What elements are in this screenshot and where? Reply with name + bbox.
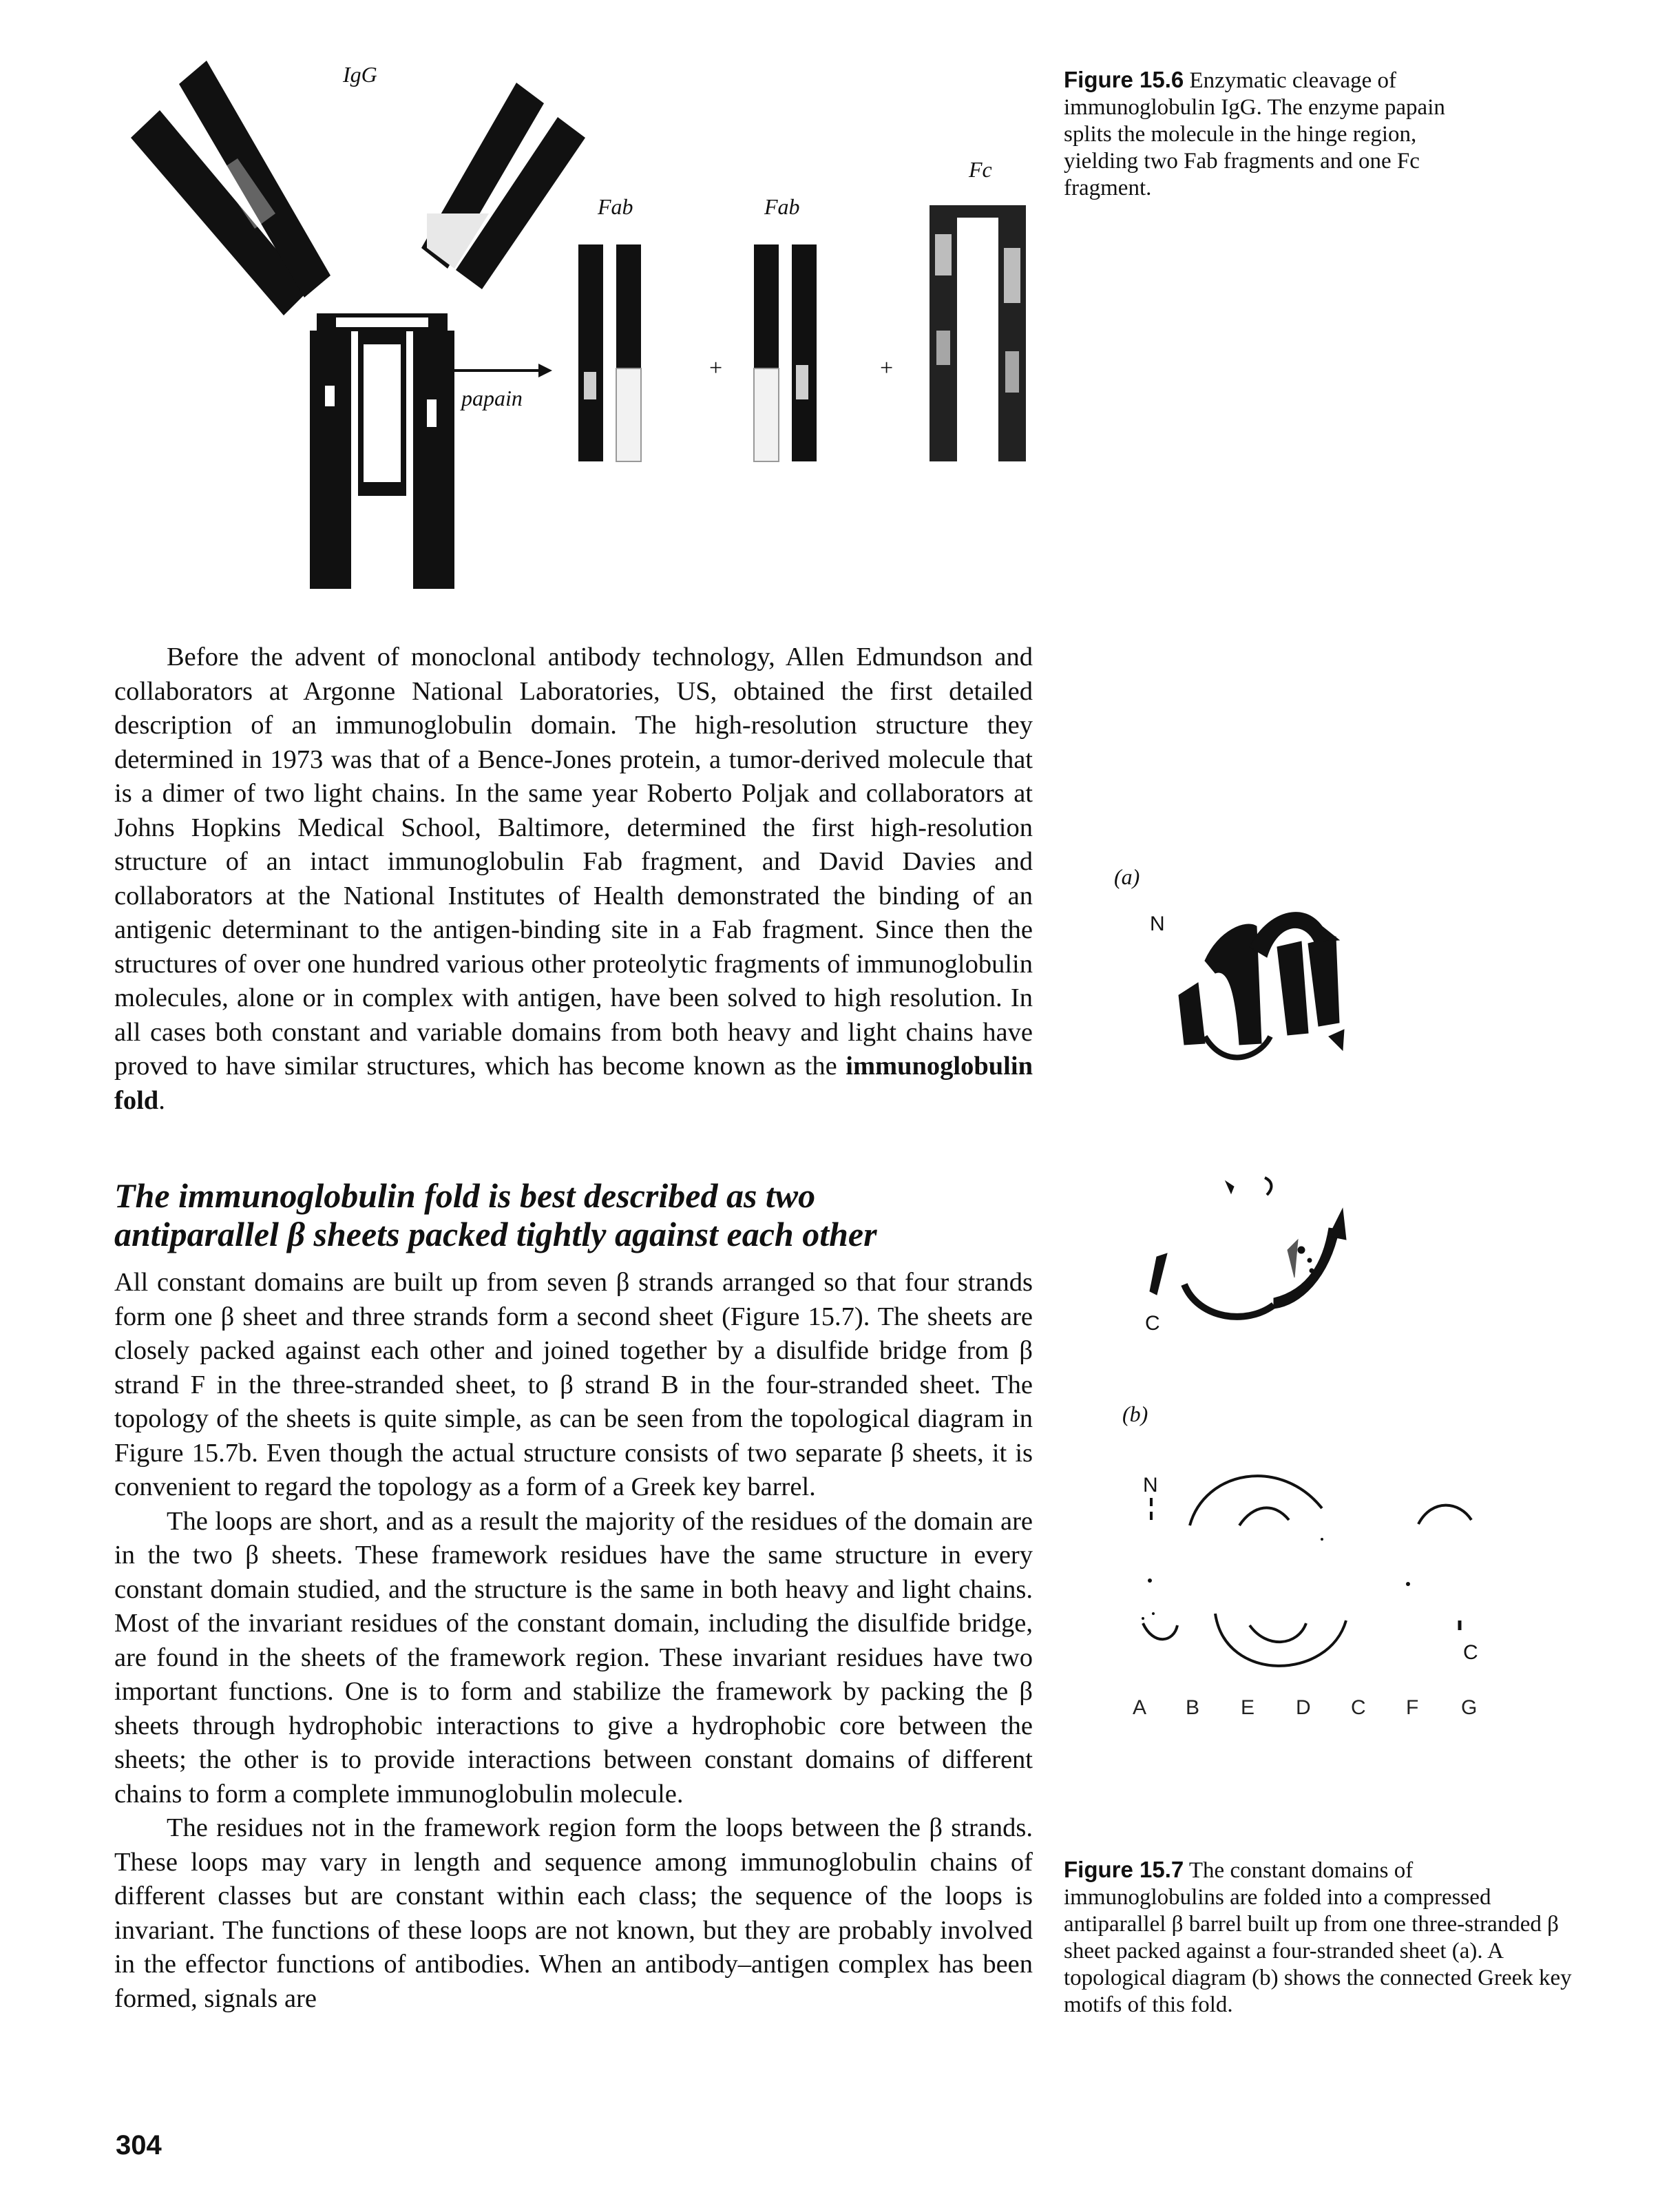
- caption-text: Enzymatic cleavage of immunoglobulin IgG…: [1064, 68, 1445, 200]
- topology-diagram: [1142, 1474, 1473, 1667]
- caption-number: Figure 15.6: [1064, 67, 1184, 92]
- fab-fragment-right: [753, 244, 817, 462]
- panel-b-label: (b): [1122, 1401, 1148, 1426]
- caption-number: Figure 15.7: [1064, 1857, 1184, 1882]
- paragraph-2: The loops are short, and as a result the…: [114, 1506, 1033, 1809]
- strand-letter-row: A B E D C F G: [1133, 1696, 1484, 1724]
- plus-sign-1: +: [709, 355, 723, 381]
- figure-15-6: IgG Fab Fab Fc + + papain: [103, 41, 1047, 606]
- label-fab-right: Fab: [764, 194, 800, 219]
- intro-end: .: [158, 1085, 165, 1115]
- strand-letter-g: G: [1461, 1696, 1478, 1719]
- panel-a-label: (a): [1114, 864, 1140, 889]
- label-igg: IgG: [343, 62, 377, 87]
- igg-molecule: [131, 61, 585, 589]
- figure-15-7: (a) N C (b) N C: [1102, 864, 1515, 1835]
- paragraph-3: The residues not in the framework region…: [114, 1813, 1033, 2013]
- heading-line-2: antiparallel β sheets packed tightly aga…: [114, 1215, 877, 1253]
- papain-arrow: [451, 364, 552, 377]
- panel-b-n-terminus: N: [1143, 1474, 1158, 1497]
- fab-fragment-left: [578, 244, 642, 462]
- strand-letter-d: D: [1296, 1696, 1311, 1719]
- heading-line-1: The immunoglobulin fold is best describe…: [114, 1176, 816, 1215]
- igg-cleavage-diagram: [131, 61, 1026, 589]
- strand-letter-c: C: [1351, 1696, 1366, 1719]
- plus-sign-2: +: [880, 355, 894, 381]
- strand-letter-e: E: [1241, 1696, 1255, 1719]
- label-fab-left: Fab: [598, 194, 633, 219]
- panel-a-c-terminus: C: [1145, 1312, 1160, 1335]
- intro-text: Before the advent of monoclonal antibody…: [114, 643, 1033, 1081]
- label-fc: Fc: [969, 157, 992, 182]
- strand-letter-f: F: [1406, 1696, 1419, 1719]
- ribbon-diagram: [1149, 912, 1347, 1320]
- fc-fragment: [930, 205, 1026, 461]
- page-number: 304: [116, 2130, 162, 2160]
- panel-b-c-terminus: C: [1463, 1641, 1478, 1664]
- panel-a-n-terminus: N: [1150, 913, 1165, 935]
- term-immunoglobulin-fold: immunoglobulin fold: [114, 1052, 1033, 1115]
- caption-text: The constant domains of immunoglobulins …: [1064, 1858, 1572, 2017]
- paragraph-1: All constant domains are built up from s…: [114, 1268, 1033, 1501]
- figure-15-6-caption: Figure 15.6 Enzymatic cleavage of immuno…: [1064, 66, 1449, 202]
- label-papain: papain: [461, 386, 523, 410]
- strand-letter-b: B: [1186, 1696, 1200, 1719]
- section-heading: The immunoglobulin fold is best describe…: [114, 1176, 1037, 1253]
- figure-15-7-caption: Figure 15.7 The constant domains of immu…: [1064, 1856, 1573, 2019]
- intro-paragraph: Before the advent of monoclonal antibody…: [114, 640, 1033, 1118]
- strand-letter-a: A: [1133, 1696, 1147, 1719]
- body-paragraphs: All constant domains are built up from s…: [114, 1266, 1033, 2016]
